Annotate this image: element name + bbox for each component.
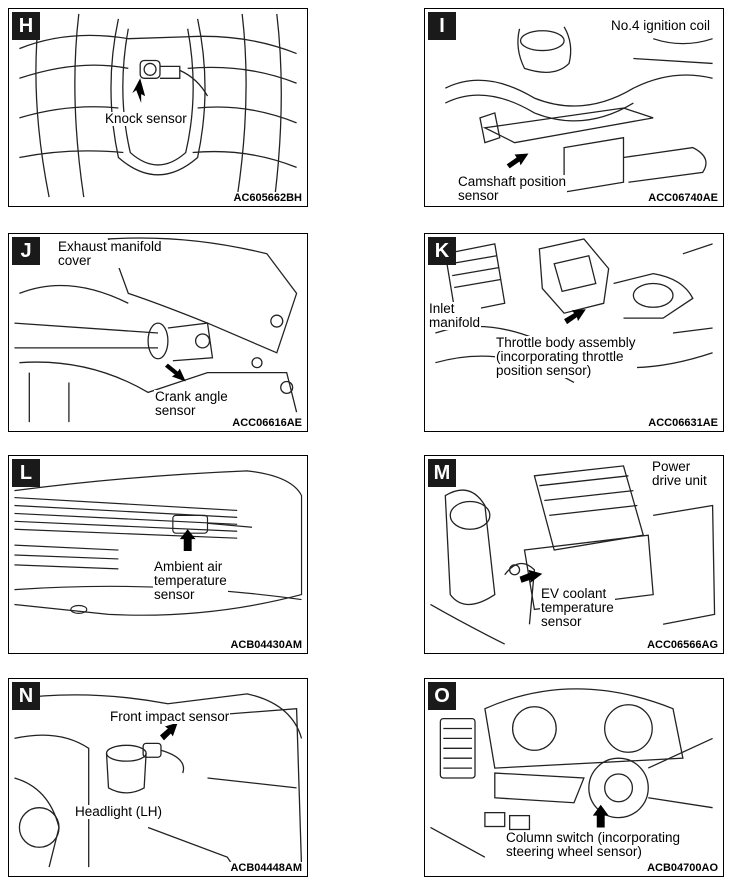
label-headlight: Headlight (LH) [74,804,164,819]
panel-letter: N [12,682,40,710]
knock-sensor-illustration [19,13,297,198]
panel-letter: M [428,459,456,487]
column-switch-illustration [430,688,713,858]
label-column-switch: Column switch (incorporating steering wh… [505,830,682,859]
throttle-body-illustration [435,238,713,384]
label-ambient-air-sensor: Ambient air temperature sensor [153,559,228,602]
panel-letter: L [12,459,40,487]
panel-h: H Knock sensor AC605662BH [8,8,308,207]
figure-code: ACB04700AO [646,862,719,874]
panel-m: M Power drive unit EV coolant temperatur… [424,455,724,654]
figure-code: ACC06631AE [647,417,719,429]
label-exhaust-manifold: Exhaust manifold cover [57,239,163,268]
ev-coolant-sensor-illustration [430,465,716,645]
crank-angle-sensor-illustration [14,237,298,423]
front-impact-sensor-illustration [14,693,303,873]
panel-o: O Column switch (incorporating steering … [424,678,724,877]
label-crank-angle-sensor: Crank angle sensor [154,389,229,418]
panel-i: I No.4 ignition coil Camshaft position s… [424,8,724,207]
figure-code: ACC06616AE [231,417,303,429]
figure-code: ACB04430AM [229,639,303,651]
label-camshaft-sensor: Camshaft position sensor [457,174,568,203]
label-knock-sensor: Knock sensor [104,111,188,126]
panel-k: K Inlet manifold Throttle body assembly … [424,233,724,432]
figure-code: ACB04448AM [229,862,303,874]
label-front-impact-sensor: Front impact sensor [109,709,231,724]
panel-letter: H [12,12,40,40]
figure-code: ACC06740AE [647,192,719,204]
label-ev-coolant-sensor: EV coolant temperature sensor [540,586,615,629]
panel-n: N Front impact sensor Headlight (LH) ACB… [8,678,308,877]
label-inlet-manifold: Inlet manifold [428,301,482,330]
panel-j: J Exhaust manifold cover Crank angle sen… [8,233,308,432]
panel-letter: K [428,237,456,265]
figure-code: ACC06566AG [646,639,719,651]
panel-letter: O [428,682,456,710]
panel-l: L Ambient air temperature sensor ACB0443… [8,455,308,654]
label-ignition-coil: No.4 ignition coil [610,18,712,33]
camshaft-sensor-illustration [445,26,713,193]
ambient-air-sensor-illustration [14,470,303,616]
label-throttle-body: Throttle body assembly (incorporating th… [495,335,637,378]
panel-letter: J [12,237,40,265]
panel-letter: I [428,12,456,40]
figure-code: AC605662BH [232,192,303,204]
label-power-drive-unit: Power drive unit [651,459,708,488]
